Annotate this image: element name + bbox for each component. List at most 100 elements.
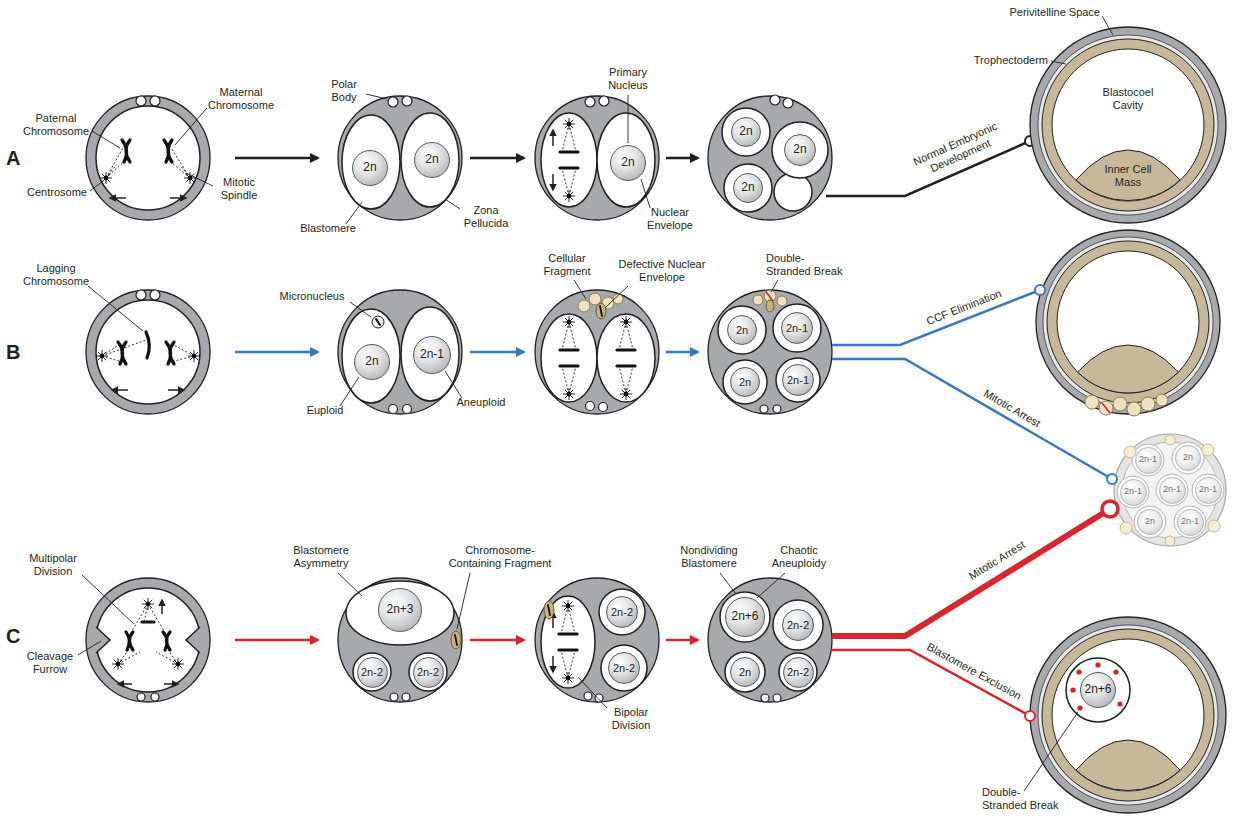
ploidy-text: 2n xyxy=(739,125,752,138)
callout-label: Chromosome-Containing Fragment xyxy=(446,544,554,570)
callout-label: Inner Cell Mass xyxy=(1095,163,1161,189)
ploidy-text: 2n+3 xyxy=(386,603,413,616)
callout-label: Normal Embryonic Development xyxy=(905,117,1010,183)
asymmetric-embryo xyxy=(338,578,462,702)
callout-label: Multipolar Division xyxy=(20,552,86,578)
ploidy-text: 2n-2 xyxy=(361,666,383,678)
four-cell-b xyxy=(708,290,832,414)
callout-label: Chaotic Aneuploidy xyxy=(766,544,832,570)
callout-label: Blastomere xyxy=(296,222,360,235)
arrested-embryo xyxy=(1114,434,1226,546)
blastocyst-b xyxy=(1036,230,1220,416)
callout-label: Blastomere Exclusion xyxy=(917,635,1032,706)
ploidy-text: 2n xyxy=(621,156,634,169)
nucleus: 2n xyxy=(731,117,761,147)
nucleus: 2n xyxy=(730,367,760,397)
nucleus: 2n xyxy=(354,344,390,380)
ploidy-text: 2n-1 xyxy=(1124,487,1142,497)
ploidy-text: 2n xyxy=(739,666,751,678)
chaotic-embryo xyxy=(708,578,832,702)
nucleus: 2n-1 xyxy=(1120,479,1147,506)
callout-label: Blastomere Asymmetry xyxy=(286,544,356,570)
callout-label: CCF Elimination xyxy=(915,283,1013,331)
callout-label: Zona Pellucida xyxy=(458,204,514,230)
callout-label: Paternal Chromosome xyxy=(20,112,92,138)
nucleus: 2n xyxy=(352,150,388,186)
dividing-embryo-b xyxy=(535,290,659,414)
nucleus: 2n xyxy=(784,134,816,166)
nucleus: 2n xyxy=(610,145,646,181)
nucleus: 2n-2 xyxy=(608,652,640,684)
ploidy-text: 2n-1 xyxy=(1199,485,1217,495)
ploidy-text: 2n-1 xyxy=(1163,485,1181,495)
callout-label: Centrosome xyxy=(22,186,92,199)
blastocyst-a xyxy=(1030,27,1226,223)
callout-label: Aneuploid xyxy=(452,396,510,409)
nucleus: 2n xyxy=(1137,509,1163,535)
nucleus: 2n-2 xyxy=(357,657,388,688)
nucleus: 2n xyxy=(1175,445,1201,471)
nucleus: 2n+6 xyxy=(725,597,765,637)
ploidy-text: 2n-1 xyxy=(1139,455,1157,465)
nucleus: 2n xyxy=(414,142,450,178)
ploidy-text: 2n xyxy=(1145,517,1155,527)
callout-label: Primary Nucleus xyxy=(600,66,656,92)
nucleus: 2n+6 xyxy=(1080,672,1116,708)
ploidy-text: 2n-1 xyxy=(420,348,444,361)
four-cell-a xyxy=(708,95,832,220)
callout-label: Trophectoderm xyxy=(968,54,1048,67)
callout-label: Perivitelline Space xyxy=(990,6,1100,19)
nucleus: 2n-1 xyxy=(1135,447,1162,474)
ploidy-text: 2n-2 xyxy=(613,662,635,674)
panel-letter: B xyxy=(6,340,28,364)
nucleus: 2n-2 xyxy=(413,657,444,688)
panel-letter: A xyxy=(6,146,28,170)
nucleus: 2n-2 xyxy=(782,609,814,641)
ploidy-text: 2n-2 xyxy=(417,666,439,678)
bipolar-embryo xyxy=(535,578,659,702)
ploidy-text: 2n-2 xyxy=(787,619,809,631)
nucleus: 2n-2 xyxy=(606,596,638,628)
nucleus: 2n-1 xyxy=(781,312,813,344)
callout-label: Nondividing Blastomere xyxy=(672,544,746,570)
callout-label: Lagging Chromosome xyxy=(20,262,92,288)
ploidy-text: 2n xyxy=(736,324,748,336)
callout-label: Bipolar Division xyxy=(604,706,658,732)
nucleus: 2n-1 xyxy=(413,336,451,374)
nucleus: 2n-1 xyxy=(1195,477,1222,504)
zygote-a xyxy=(86,96,210,220)
callout-label: Mitotic Arrest xyxy=(970,380,1054,437)
ploidy-text: 2n+6 xyxy=(1084,683,1111,696)
nucleus: 2n-1 xyxy=(782,364,814,396)
ploidy-text: 2n xyxy=(425,153,438,166)
nucleus: 2n+3 xyxy=(378,588,422,632)
callout-label: Double-Stranded Break xyxy=(766,252,848,278)
nucleus: 2n xyxy=(727,315,757,345)
two-cell-a xyxy=(338,96,462,220)
nucleus: 2n xyxy=(730,657,760,687)
callout-label: Blastocoel Cavity xyxy=(1088,86,1168,112)
ploidy-text: 2n-1 xyxy=(786,322,808,334)
dividing-embryo-a xyxy=(535,96,659,220)
ploidy-text: 2n+6 xyxy=(731,610,758,623)
ploidy-text: 2n xyxy=(363,161,376,174)
ploidy-text: 2n-2 xyxy=(611,606,633,618)
nucleus: 2n-1 xyxy=(1159,477,1186,504)
zygote-b xyxy=(86,290,210,414)
callout-label: Defective Nuclear Envelope xyxy=(614,258,710,284)
callout-label: Euploid xyxy=(300,404,350,417)
ploidy-text: 2n xyxy=(365,355,378,368)
blastocyst-c xyxy=(1030,617,1226,813)
ploidy-text: 2n xyxy=(1183,453,1193,463)
panel-letter: C xyxy=(6,624,28,648)
ploidy-text: 2n-1 xyxy=(787,374,809,386)
ploidy-text: 2n-1 xyxy=(1181,517,1199,527)
callout-label: Polar Body xyxy=(322,78,366,104)
callout-label: Cleavage Furrow xyxy=(20,650,80,676)
nucleus: 2n-1 xyxy=(1177,509,1204,536)
callout-label: Mitotic Spindle xyxy=(214,176,264,202)
nucleus: 2n xyxy=(733,173,763,203)
callout-label: Maternal Chromosome xyxy=(205,86,277,112)
